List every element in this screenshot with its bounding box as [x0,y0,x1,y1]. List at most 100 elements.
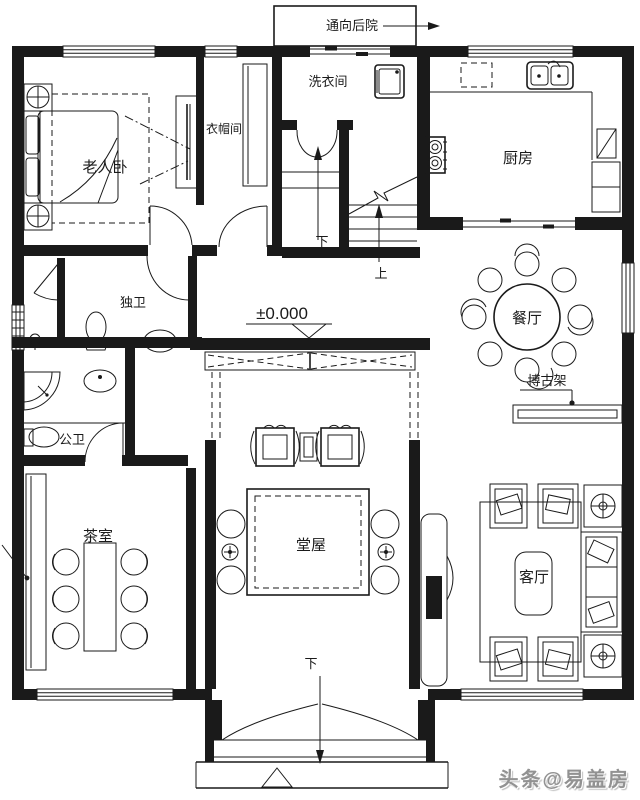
entrance-porch [195,676,449,789]
fridge-icon [591,161,621,213]
windows [11,45,635,701]
bedroom-door-icon [149,205,193,246]
back-porch-sliding-door-icon [310,46,390,56]
step-direction-icon [260,767,294,788]
watermark: 头条@易盖房 [498,769,630,791]
chair-icon [52,622,80,650]
kitchen-furniture [425,60,621,213]
ensuite-door-icon [146,255,190,301]
chair-icon [477,341,503,367]
staircase [282,146,418,262]
public-bath-door-icon [84,422,124,463]
chair-icon [514,251,540,277]
kitchen-sliding-door-icon [463,218,575,229]
label-display-shelf: 博古架 [527,373,566,388]
tearoom-cabinet-icon [25,473,47,671]
corner-table-icon [583,634,623,678]
sink-icon [143,329,177,353]
ensuite-furniture [29,311,177,353]
chair-icon [52,585,80,613]
chair-icon [551,267,577,293]
chair-icon [120,585,148,613]
sofa-three-seat-icon [580,531,623,633]
chair-icon [461,304,487,330]
cloakroom-window-icon [204,45,238,58]
label-main-hall: 堂屋 [296,537,326,554]
kitchen-hob-reserved [460,62,493,88]
bedroom-rug [51,93,150,224]
outer-walls [12,46,634,700]
cloakroom-cabinet-icon [242,63,268,187]
ensuite-niche-door-icon [33,258,63,301]
tv-cabinet-icon [420,513,454,687]
kitchen-sink-icon [526,60,574,90]
label-kitchen: 厨房 [503,150,533,167]
stove-icon [425,136,447,174]
sofa-single-icon [489,636,528,682]
chair-icon [567,304,593,330]
nightstand-icon [23,83,53,112]
label-cloakroom: 衣帽间 [206,121,242,136]
tea-room-furniture [1,473,148,671]
tearoom-window-icon [36,688,174,701]
nightstand-icon [23,202,53,231]
stool-icon [370,509,400,539]
label-living-room: 客厅 [519,569,549,586]
hall-sliding-partition-icon [204,351,419,440]
label-elevation: ±0.000 [256,304,308,323]
dining-table [493,283,561,351]
bedroom-furniture [23,83,198,231]
doors [33,129,426,741]
floor-drain-icon [29,333,41,350]
cloakroom-door-icon [218,205,268,248]
label-stairs-up: 上 [374,266,387,281]
label-stair-hall-down: 下 [315,234,328,249]
entrance-double-door-icon [214,700,426,741]
planter-icon [377,543,395,561]
bedroom-window-icon [62,45,156,58]
living-window-icon [460,688,584,701]
planter-icon [221,543,239,561]
back-exit-arrow-icon [428,22,440,30]
sofa-single-icon [537,483,579,529]
kitchen-window-icon [467,45,574,58]
back-porch [273,5,440,47]
armchair-icon [250,424,300,467]
dining-window-icon [621,262,635,334]
chair-icon [551,341,577,367]
chair-icon [120,622,148,650]
toilet-icon [83,311,109,351]
label-laundry: 洗衣间 [308,74,347,89]
dining-furniture [460,243,594,390]
label-dining: 餐厅 [512,310,542,327]
chair-icon [120,548,148,576]
side-table-icon [299,432,318,462]
bed-icon [23,110,119,204]
coffee-table [514,551,553,616]
stool-icon [216,509,246,539]
label-tea-room: 茶室 [83,528,113,545]
tea-table [83,542,117,652]
toilet-icon [23,426,60,448]
label-back-exit: 通向后院 [326,18,378,33]
kitchen-appliance-icon [596,128,617,159]
sofa-single-icon [537,636,579,682]
sofa-single-icon [489,483,528,529]
main-hall-furniture [216,424,400,596]
elevation-marker [246,323,332,339]
label-entrance-down: 下 [304,656,317,671]
chair-icon [477,267,503,293]
label-elder-bedroom: 老人卧 [82,159,127,176]
display-shelf-icon [512,389,623,424]
corner-table-icon [583,484,623,528]
washing-machine-icon [374,64,405,99]
chair-icon [52,548,80,576]
corner-shower-icon [23,371,61,411]
hall-table [246,488,370,596]
public-bath-furniture [23,369,125,448]
armchair-icon [315,424,365,467]
stool-icon [216,565,246,595]
label-ensuite-bath: 独卫 [120,295,146,310]
